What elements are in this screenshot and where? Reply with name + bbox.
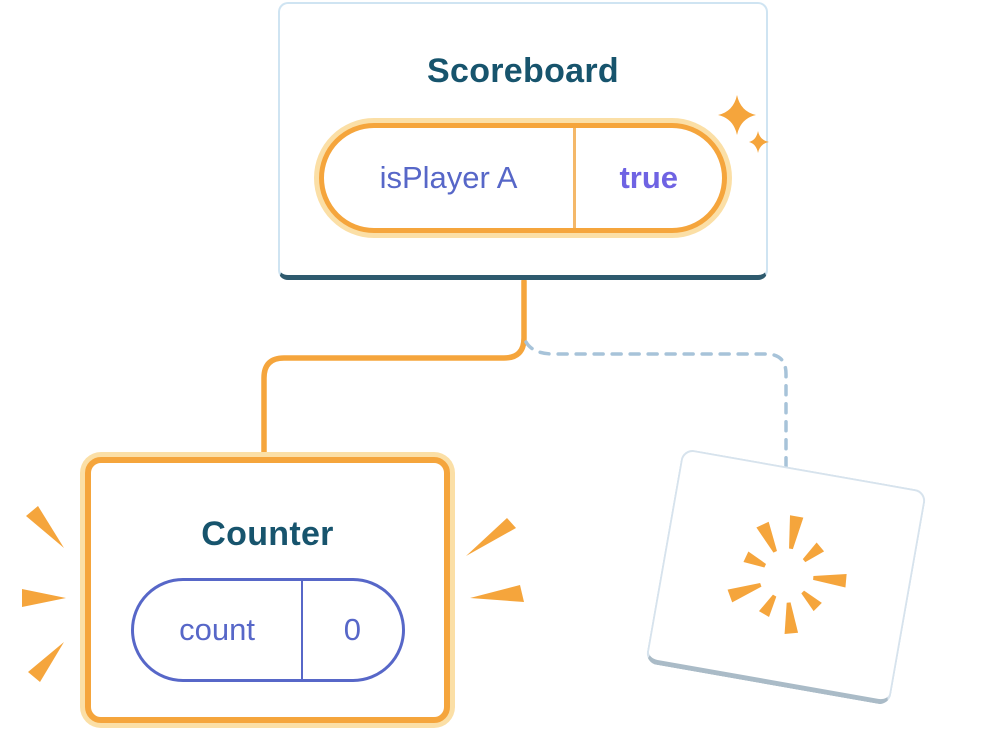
counter-state-pill: count 0 (130, 578, 405, 682)
burst-ray (758, 594, 777, 617)
counter-state-key: count (179, 612, 255, 647)
scoreboard-state-pill: isPlayer A true (319, 123, 727, 233)
counter-component-card: Counter count 0 (85, 457, 450, 723)
removed-component-card (644, 448, 928, 706)
burst-ray (813, 574, 847, 588)
burst-icon (727, 515, 847, 634)
burst-ray (789, 515, 804, 550)
burst-ray (802, 542, 825, 563)
emphasis-ray (22, 589, 66, 607)
emphasis-ray (466, 518, 516, 556)
burst-ray (743, 551, 767, 568)
sparkle-icon (718, 95, 769, 153)
burst-ray (784, 602, 799, 634)
emphasis-rays-right-icon (466, 518, 524, 602)
emphasis-ray (28, 642, 64, 682)
counter-title: Counter (201, 515, 334, 553)
scoreboard-title: Scoreboard (427, 52, 619, 90)
scoreboard-state-key: isPlayer A (379, 160, 518, 195)
burst-ray (727, 582, 762, 603)
removed-branch-connector (524, 340, 788, 469)
burst-ray (801, 590, 822, 612)
emphasis-ray (26, 506, 64, 548)
emphasis-ray (470, 585, 524, 602)
sparkle-large (718, 95, 756, 135)
scoreboard-component-card: Scoreboard isPlayer A true (278, 2, 768, 280)
pill-divider (573, 128, 576, 228)
counter-state-value: 0 (343, 612, 361, 647)
emphasis-rays-left-icon (22, 506, 66, 682)
pill-divider (300, 581, 304, 679)
active-branch-connector (261, 278, 527, 465)
burst-ray (756, 521, 777, 553)
scoreboard-state-value: true (619, 160, 679, 195)
sparkle-small (749, 131, 769, 153)
